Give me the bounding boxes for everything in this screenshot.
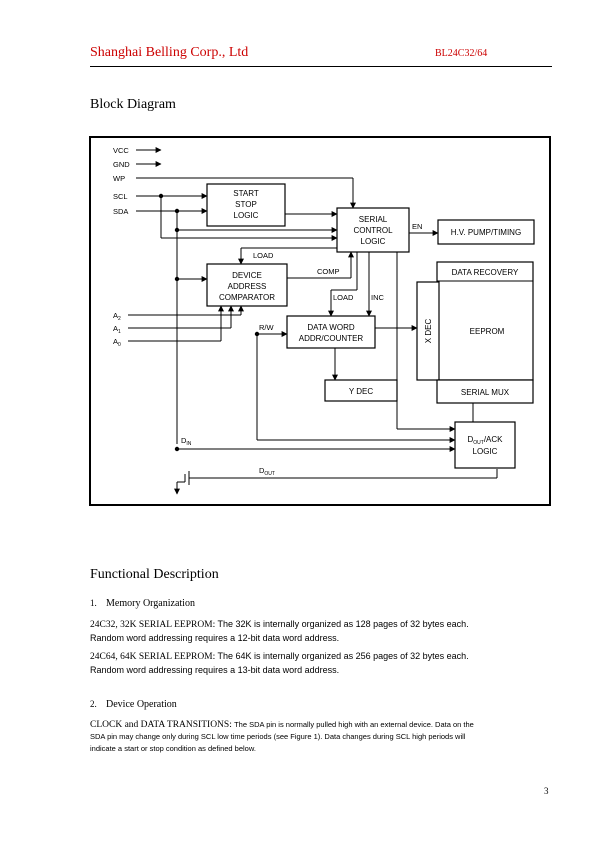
paragraph-text-line2: SDA pin may change only during SCL low t… (90, 732, 466, 741)
serial-control-line2: CONTROL (353, 226, 393, 235)
dout-ack-line1: DOUT/ACK (467, 435, 503, 446)
paragraph-lead: 24C32, 32K SERIAL EEPROM: (90, 620, 216, 630)
inc-signal-label: INC (371, 293, 385, 302)
paragraph-24c64: 24C64, 64K SERIAL EEPROM: The 64K is int… (90, 650, 560, 677)
eeprom-label: EEPROM (470, 327, 505, 336)
comp-signal-label: COMP (317, 267, 340, 276)
x-dec-label: X DEC (424, 319, 433, 344)
paragraph-text: The 32K is internally organized as 128 p… (217, 619, 469, 629)
document-id: BL24C32/64 (435, 48, 488, 59)
y-dec-label: Y DEC (349, 387, 374, 396)
serial-control-line1: SERIAL (359, 215, 388, 224)
load-signal-label-2: LOAD (333, 293, 354, 302)
start-stop-line3: LOGIC (234, 211, 259, 220)
serial-control-line3: LOGIC (361, 237, 386, 246)
pin-vcc-label: VCC (113, 146, 129, 155)
paragraph-24c32: 24C32, 32K SERIAL EEPROM: The 32K is int… (90, 618, 560, 645)
hv-pump-label: H.V. PUMP/TIMING (451, 228, 521, 237)
subsection-number: 2. (90, 699, 97, 709)
pin-wp-label: WP (113, 174, 125, 183)
device-address-line1: DEVICE (232, 271, 262, 280)
paragraph-text: The 64K is internally organized as 256 p… (217, 651, 469, 661)
rw-signal-label: R/W (259, 323, 275, 332)
header-rule (90, 66, 552, 67)
pin-a0-label: A0 (113, 337, 121, 348)
serial-mux-label: SERIAL MUX (461, 388, 510, 397)
paragraph-clock-data: CLOCK and DATA TRANSITIONS: The SDA pin … (90, 718, 560, 755)
load-signal-label-1: LOAD (253, 251, 274, 260)
pin-a1-label: A1 (113, 324, 121, 335)
pin-gnd-label: GND (113, 160, 130, 169)
company-name: Shanghai Belling Corp., Ltd (90, 45, 249, 60)
paragraph-text: The SDA pin is normally pulled high with… (234, 720, 474, 729)
subsection-number: 1. (90, 598, 97, 608)
subsection-device-operation: 2. Device Operation (90, 699, 177, 710)
data-word-line2: ADDR/COUNTER (299, 334, 364, 343)
subsection-title: Memory Organization (106, 598, 195, 609)
block-diagram-heading: Block Diagram (90, 97, 176, 112)
pin-scl-label: SCL (113, 192, 128, 201)
paragraph-text-line2: Random word addressing requires a 13-bit… (90, 665, 340, 675)
page-number: 3 (544, 786, 549, 796)
paragraph-text-line3: indicate a start or stop condition as de… (90, 744, 256, 753)
dout-ack-line2: LOGIC (473, 447, 498, 456)
data-word-line1: DATA WORD (307, 323, 354, 332)
paragraph-lead: CLOCK and DATA TRANSITIONS: (90, 720, 232, 730)
block-diagram: VCC GND WP SCL SDA A2 A1 A0 START STOP L… (89, 136, 551, 506)
device-address-line3: COMPARATOR (219, 293, 275, 302)
subsection-title: Device Operation (106, 699, 177, 710)
din-signal-label: DIN (181, 436, 192, 447)
start-stop-line1: START (233, 189, 259, 198)
paragraph-text-line2: Random word addressing requires a 12-bit… (90, 633, 340, 643)
pin-a2-label: A2 (113, 311, 121, 322)
subsection-memory-organization: 1. Memory Organization (90, 598, 195, 609)
start-stop-line2: STOP (235, 200, 257, 209)
paragraph-lead: 24C64, 64K SERIAL EEPROM: (90, 652, 216, 662)
dout-signal-label: DOUT (259, 466, 275, 477)
block-diagram-svg: VCC GND WP SCL SDA A2 A1 A0 START STOP L… (113, 146, 535, 495)
pin-sda-label: SDA (113, 207, 128, 216)
en-signal-label: EN (412, 222, 422, 231)
data-recovery-label: DATA RECOVERY (452, 268, 519, 277)
functional-description-heading: Functional Description (90, 567, 219, 582)
device-address-line2: ADDRESS (228, 282, 267, 291)
